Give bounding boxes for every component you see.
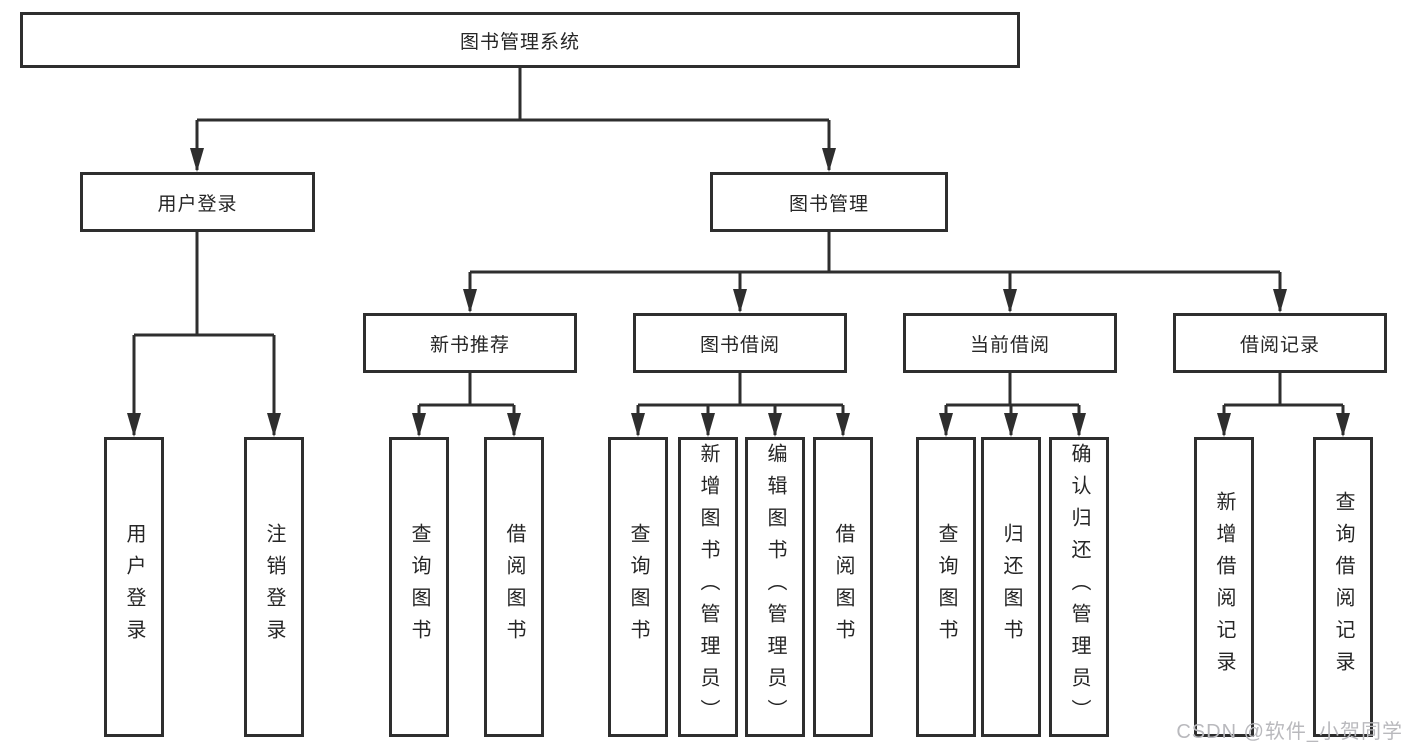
node-book-borrowing: 图书借阅 <box>633 313 847 373</box>
leaf-label: 新增图书（管理员） <box>697 443 719 731</box>
leaf-query-books-current: 查询图书 <box>916 437 976 737</box>
arrow-down-icon <box>463 289 477 313</box>
node-book-management-module: 图书管理 <box>710 172 948 232</box>
leaf-edit-books-admin: 编辑图书（管理员） <box>745 437 805 737</box>
node-borrowing-records: 借阅记录 <box>1173 313 1387 373</box>
connector-new-book-rec-to-leaves <box>417 373 516 435</box>
watermark-csdn: CSDN @软件_小贺同学 <box>1176 721 1403 743</box>
arrow-down-icon <box>412 413 426 437</box>
connector-book-mgmt-to-level3 <box>468 232 1282 311</box>
arrow-down-icon <box>822 148 836 172</box>
leaf-borrow-books-borrowing: 借阅图书 <box>813 437 873 737</box>
node-new-book-recommendation: 新书推荐 <box>363 313 577 373</box>
arrow-down-icon <box>507 413 521 437</box>
arrow-down-icon <box>939 413 953 437</box>
leaf-borrow-books-recommend: 借阅图书 <box>484 437 544 737</box>
arrow-down-icon <box>768 413 782 437</box>
arrow-down-icon <box>631 413 645 437</box>
arrow-down-icon <box>836 413 850 437</box>
leaf-label: 借阅图书 <box>832 523 854 651</box>
leaf-label: 编辑图书（管理员） <box>764 443 786 731</box>
leaf-query-books-borrowing: 查询图书 <box>608 437 668 737</box>
leaf-label: 确认归还（管理员） <box>1068 443 1090 731</box>
node-current-borrowing: 当前借阅 <box>903 313 1117 373</box>
leaf-user-login: 用户登录 <box>104 437 164 737</box>
arrow-down-icon <box>1004 413 1018 437</box>
leaf-logout: 注销登录 <box>244 437 304 737</box>
leaf-label: 用户登录 <box>123 523 145 651</box>
leaf-label: 注销登录 <box>263 523 285 651</box>
arrow-down-icon <box>190 148 204 172</box>
leaf-label: 归还图书 <box>1000 523 1022 651</box>
node-user-login-module: 用户登录 <box>80 172 315 232</box>
leaf-label: 借阅图书 <box>503 523 525 651</box>
arrow-down-icon <box>127 413 141 437</box>
arrow-down-icon <box>1217 413 1231 437</box>
leaf-query-books-recommend: 查询图书 <box>389 437 449 737</box>
leaf-label: 查询借阅记录 <box>1332 491 1354 683</box>
arrow-down-icon <box>701 413 715 437</box>
connector-root-to-level2 <box>195 68 831 170</box>
leaf-label: 查询图书 <box>408 523 430 651</box>
node-library-management-system: 图书管理系统 <box>20 12 1020 68</box>
arrow-down-icon <box>267 413 281 437</box>
leaf-label: 新增借阅记录 <box>1213 491 1235 683</box>
connector-book-borrowing-to-leaves <box>636 373 845 435</box>
leaf-add-borrow-record: 新增借阅记录 <box>1194 437 1254 737</box>
arrow-down-icon <box>1003 289 1017 313</box>
leaf-query-borrow-record: 查询借阅记录 <box>1313 437 1373 737</box>
leaf-return-books: 归还图书 <box>981 437 1041 737</box>
arrow-down-icon <box>1072 413 1086 437</box>
connector-user-login-to-leaves <box>132 232 276 435</box>
connector-current-borrowing-to-leaves <box>944 373 1081 435</box>
connector-borrow-records-to-leaves <box>1222 373 1345 435</box>
leaf-label: 查询图书 <box>627 523 649 651</box>
arrow-down-icon <box>1336 413 1350 437</box>
arrow-down-icon <box>733 289 747 313</box>
leaf-confirm-return-admin: 确认归还（管理员） <box>1049 437 1109 737</box>
leaf-label: 查询图书 <box>935 523 957 651</box>
leaf-add-books-admin: 新增图书（管理员） <box>678 437 738 737</box>
arrow-down-icon <box>1273 289 1287 313</box>
